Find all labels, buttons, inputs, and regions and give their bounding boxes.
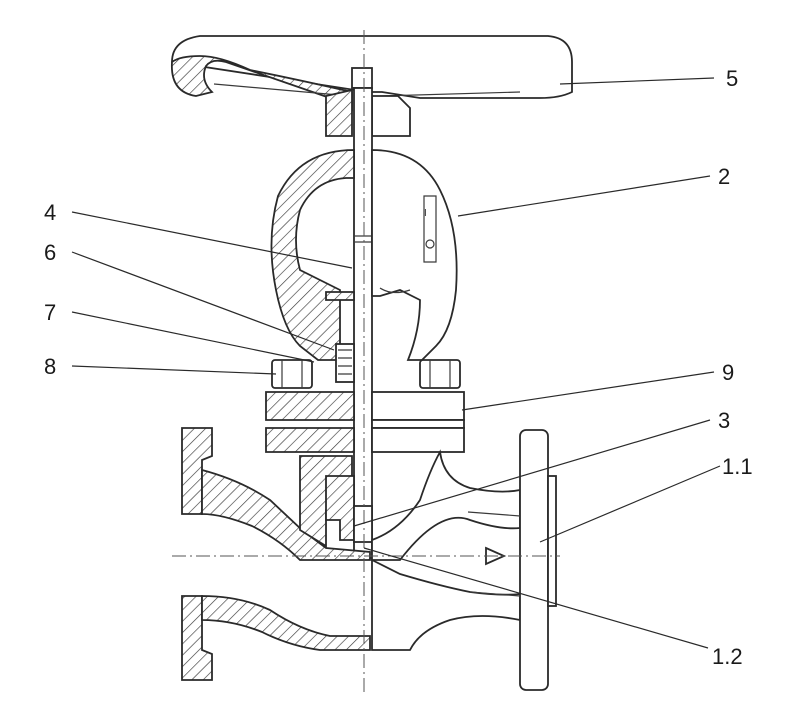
valve-body	[181, 427, 557, 691]
packing-gland	[325, 291, 355, 383]
label-1-1: 1.1	[722, 454, 753, 479]
bonnet-flange	[265, 391, 465, 453]
leader-lines	[71, 77, 721, 649]
bonnet-bolts	[271, 359, 461, 389]
handwheel	[171, 35, 573, 112]
label-3: 3	[718, 408, 730, 433]
label-6: 6	[44, 240, 56, 265]
callout-labels: 5 2 4 6 7 8 9 3 1.1 1.2	[44, 66, 753, 669]
label-8: 8	[44, 354, 56, 379]
yoke-marking: I	[424, 208, 427, 219]
center-lines	[172, 30, 560, 696]
label-2: 2	[718, 164, 730, 189]
bonnet-yoke: I	[270, 149, 458, 361]
label-7: 7	[44, 300, 56, 325]
label-1-2: 1.2	[712, 644, 743, 669]
label-5: 5	[726, 66, 738, 91]
valve-stem	[353, 87, 373, 559]
label-4: 4	[44, 200, 56, 225]
label-9: 9	[722, 360, 734, 385]
